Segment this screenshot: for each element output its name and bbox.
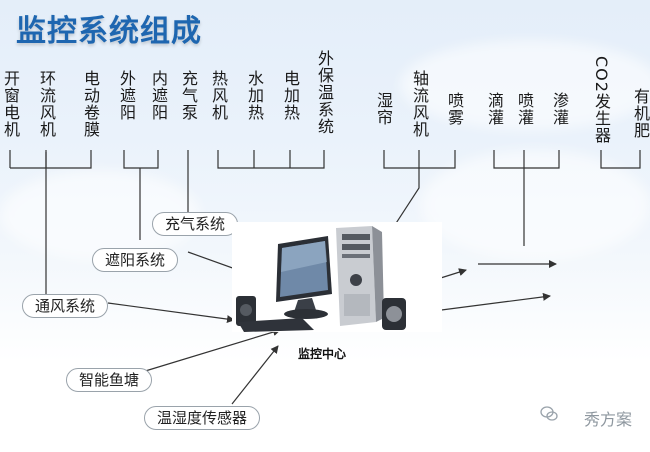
- device-label-diguan: 滴灌: [485, 92, 504, 126]
- arrow-center-right-3: [425, 292, 551, 313]
- keyboard-icon: [238, 318, 314, 332]
- device-label-huanliu-fengji: 环流风机: [37, 70, 56, 138]
- system-tongfeng-pill: 通风系统: [22, 294, 109, 318]
- background-cloud: [400, 40, 650, 130]
- bracket-irrigation-devices: [493, 150, 560, 169]
- system-zheyang-pill: 遮阳系统: [92, 248, 179, 272]
- arrow-center-to-sensor: [231, 345, 279, 405]
- bracket-ventilation-devices: [9, 150, 92, 169]
- device-label-shilian: 湿帘: [374, 92, 393, 126]
- diagram-title: 监控系统组成: [16, 14, 202, 49]
- co2-suffix: 发生器: [592, 92, 611, 144]
- device-label-zhouliu-fengji: 轴流风机: [410, 70, 429, 138]
- system-wenshidu-pill: 温湿度传感器: [144, 406, 261, 430]
- device-label-wai-zheyang: 外遮阳: [117, 70, 136, 121]
- system-chongqi-pill: 充气系统: [152, 212, 239, 236]
- device-label-dian-jiare: 电加热: [281, 70, 300, 121]
- device-label-co2-fashengqi: CO2发生器: [591, 56, 611, 144]
- bracket-heating-devices: [217, 150, 325, 169]
- bracket-fertilizer-devices: [600, 150, 641, 169]
- arrow-center-to-yutang: [141, 328, 281, 373]
- arrow-tongfeng-to-center: [107, 302, 235, 324]
- device-label-shui-jiare: 水加热: [245, 70, 264, 121]
- co2-prefix: CO2: [592, 56, 611, 93]
- speaker-icon: [236, 296, 406, 330]
- watermark-text: 秀方案: [583, 410, 632, 429]
- computer-illustration: [236, 226, 406, 332]
- monitoring-center-computer: [232, 222, 442, 332]
- device-label-penguan: 喷灌: [515, 92, 534, 126]
- device-label-re-fengji: 热风机: [209, 70, 228, 121]
- wechat-icon: [540, 406, 558, 421]
- device-label-kaichuang-dianji: 开窗电机: [1, 70, 20, 138]
- center-label: 监控中心: [298, 347, 347, 361]
- device-label-diandong-juanmo: 电动卷膜: [81, 70, 100, 138]
- device-label-penwu: 喷雾: [445, 92, 464, 126]
- device-label-nei-zheyang: 内遮阳: [149, 70, 168, 121]
- system-zhineng-yutang-pill: 智能鱼塘: [66, 368, 153, 392]
- device-label-shenguan: 渗灌: [550, 92, 569, 126]
- pc-tower-icon: [336, 226, 384, 326]
- device-label-youjifei: 有机肥: [631, 88, 650, 139]
- bracket-shading-devices: [123, 150, 159, 169]
- monitor-icon: [276, 236, 332, 319]
- device-label-wai-baowen: 外保温系统: [315, 50, 334, 135]
- device-label-chongqi-beng: 充气泵: [179, 70, 198, 121]
